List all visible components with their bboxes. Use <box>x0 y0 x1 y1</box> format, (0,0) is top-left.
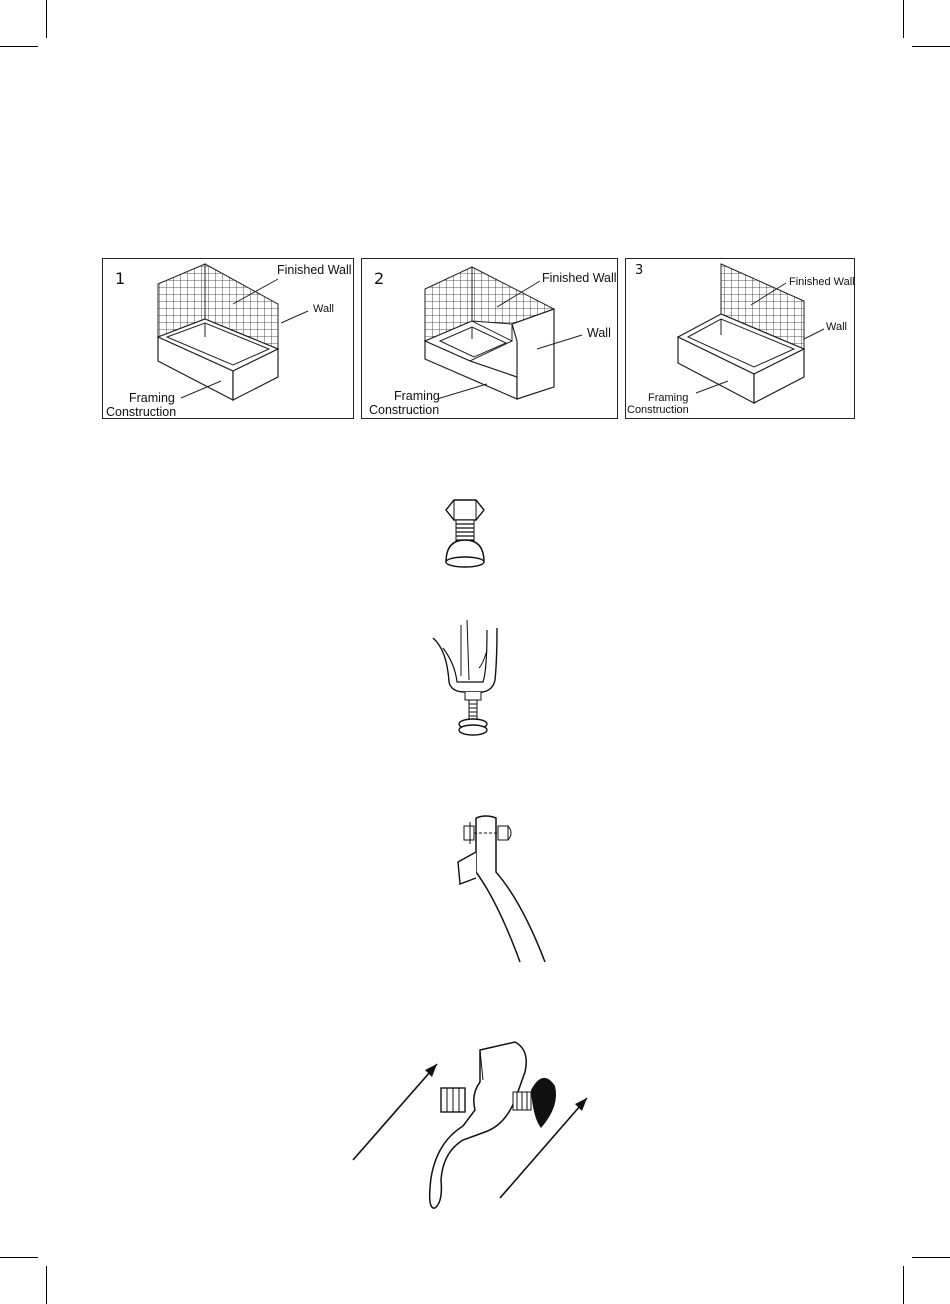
crop-mark-top-left-h <box>0 46 38 47</box>
construction-label: Construction <box>106 405 176 419</box>
crop-mark-top-right-v <box>903 0 904 38</box>
installation-panel-1: 1 Finished Wall Wall Framing Constructio… <box>102 258 354 419</box>
installation-panel-2: 2 Finished Wall Wall Framing Constructio… <box>361 258 618 419</box>
crop-mark-bottom-left-v <box>46 1266 47 1304</box>
panel-number: 3 <box>635 263 643 278</box>
crop-mark-bottom-left-h <box>0 1257 38 1258</box>
construction-label: Construction <box>627 404 689 416</box>
construction-label: Construction <box>369 403 439 417</box>
installation-panel-3: 3 Finished Wall Wall Framing Constructio… <box>625 258 855 419</box>
panel-number: 1 <box>115 269 125 288</box>
crop-mark-bottom-right-v <box>903 1266 904 1304</box>
finished-wall-label: Finished Wall <box>542 271 617 285</box>
adjustable-foot-icon <box>436 490 496 572</box>
finished-wall-label: Finished Wall <box>277 263 352 277</box>
framing-label: Framing <box>394 389 440 403</box>
framing-label: Framing <box>129 391 175 405</box>
framing-label: Framing <box>648 392 688 404</box>
wall-label: Wall <box>826 321 847 333</box>
finished-wall-label: Finished Wall <box>789 276 855 288</box>
pliers-on-foot-icon <box>425 620 515 745</box>
crop-mark-top-right-h <box>912 46 950 47</box>
wrench-tightening-icon <box>345 1030 605 1220</box>
wall-label: Wall <box>587 326 611 340</box>
wall-label: Wall <box>313 303 334 315</box>
crop-mark-bottom-right-h <box>912 1257 950 1258</box>
bolted-leg-bracket-icon <box>450 812 560 970</box>
crop-mark-top-left-v <box>46 0 47 38</box>
panel-number: 2 <box>374 269 384 288</box>
